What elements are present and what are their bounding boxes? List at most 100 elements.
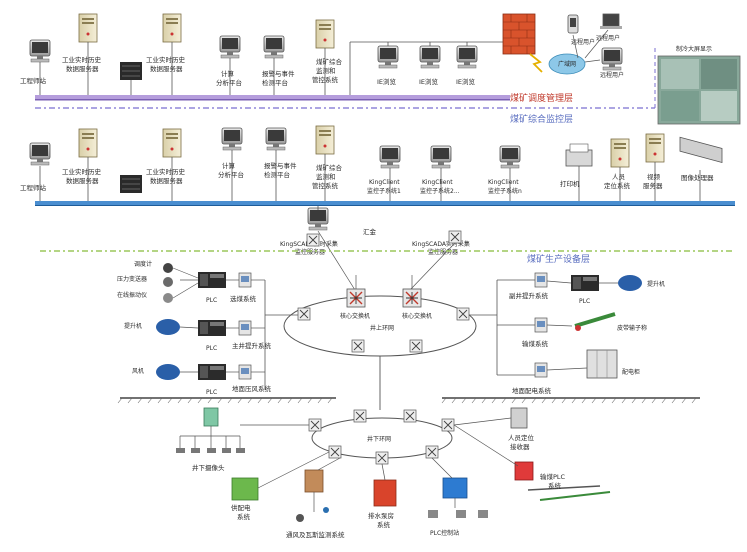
left-device-2-label: 压力变送器 [117,275,147,283]
right-hoist-motor-icon [618,275,642,291]
scada2b-label: 监控服务器 [428,248,458,256]
top-workstation-label: 工程师站 [20,76,47,85]
layer-production-label: 煤矿生产设备层 [527,253,590,265]
big-screen-display [657,55,741,125]
right-plc [571,275,599,291]
cam-label: 井下摄像头 [192,463,225,472]
top-rt-server-2 [162,13,182,95]
mid-kingclient-1 [379,145,401,201]
mid-videob-label: 服务器 [643,181,663,190]
down-sw-bottom-right [425,445,439,459]
printer-icon [565,143,593,201]
ring-label-2: 井上环网 [370,324,394,332]
ring-switch-bottom-left [351,339,365,353]
mid-kc1b-label: 监控子系统1 [367,187,401,195]
ring-label-1: 核心交换机 [340,312,370,320]
top-ie-3 [456,45,478,69]
remote-phone-icon [567,14,579,34]
mid-alarm-label: 报警与事件 [264,161,297,170]
remote-user-1-label: 远程用户 [571,38,595,46]
sys-box-1 [238,272,252,288]
ring-down-label: 井下环网 [367,435,391,443]
left-device-5-label: 风机 [132,367,144,375]
switch-label: 汇金 [363,227,377,236]
top-integb-label: 监测和 [316,66,336,75]
top-integ-label: 煤矿综合 [316,57,343,66]
core-switch-2 [402,288,422,308]
sys-box-2 [238,320,252,336]
mid-workstation-label: 工程师站 [20,183,47,192]
plc-2-label: PLC [206,345,217,352]
mid-kc2b-label: 监控子系统2... [420,187,460,195]
drainb-label: 系统 [377,520,391,529]
mid-kc2-label: KingClient [422,179,453,186]
drain-label: 排水泵房 [368,511,394,520]
lightning-icon [529,53,543,73]
top-calcb-label: 分析平台 [216,78,242,87]
scada2-label: KingSCADA实时采集 [412,240,470,248]
scada1b-label: 监控服务器 [295,248,325,256]
down-sw-top [353,409,367,423]
top-alarmb-label: 检测平台 [262,78,288,87]
right-plc-label: PLC [579,298,590,305]
plc-2 [198,320,226,336]
mid-person-label: 人员 [612,173,626,181]
internet-label: 广域网 [558,60,576,68]
mid-workstation [29,142,51,201]
left-device-1-label: 调度计 [134,260,152,268]
sys-box-3 [238,364,252,380]
underground-camera-hub [203,407,219,427]
top-alarm-platform [263,35,285,95]
down-sw-bottom-mid [375,451,389,465]
mid-calc-platform [221,127,243,201]
top-rt2b-label: 数据服务器 [150,64,183,73]
mid-integ-label: 煤矿综合 [316,163,343,172]
monitor-bus [35,201,735,205]
top-calc-label: 计算 [221,69,235,78]
left-device-3-label: 在线振动仪 [117,291,147,299]
top-integrated-system [315,19,335,95]
top-calc-platform [219,35,241,95]
top-ie2-label: IE浏览 [419,77,439,86]
top-ie-1 [377,45,399,69]
mid-alarm-platform [265,127,287,201]
down-sw-right [441,418,455,432]
top-rt2-label: 工业实时历史 [146,55,186,64]
sys-fan-label: 地面压风系统 [232,384,272,393]
locateb-label: 接收器 [510,442,530,451]
sys-coal-label: 输煤系统 [522,339,549,348]
mid-rt1-label: 工业实时历史 [62,167,102,176]
dev-cab-label: 配电柜 [622,368,640,376]
mid-integb-label: 监测和 [316,172,336,181]
remote-desktop-icon [601,47,623,71]
top-ie-2 [419,45,441,69]
left-device-4-label: 提升机 [124,322,142,330]
mid-image-label: 图像处理器 [681,173,714,182]
top-alarm-label: 报警与事件 [262,69,295,78]
mid-kingclient-3 [499,145,521,201]
remote-user-3-label: 远程用户 [600,71,624,79]
mid-rt2-label: 工业实时历史 [146,167,186,176]
top-ie1-label: IE浏览 [377,77,397,86]
power-supply-icon [231,477,259,501]
sys-select-label: 选煤系统 [230,294,257,303]
power-sys-label: 供配电 [231,503,251,512]
big-screen-label: 制冷大屏显示 [676,45,712,53]
ring-label-3: 核心交换机 [402,312,432,320]
mid-personb-label: 定位系统 [604,181,631,190]
down-sw-bottom-left [328,445,342,459]
power-cabinet-icon [586,349,618,379]
remote-laptop-icon [600,13,622,29]
top-rt1-label: 工业实时历史 [62,55,102,64]
plc-1 [198,272,226,288]
mid-kc1-label: KingClient [369,179,400,186]
mid-kc3b-label: 监控子系统n [488,187,522,195]
firewall-icon [502,13,536,55]
camera-icon [176,448,245,453]
mid-rt1b-label: 数据服务器 [66,176,99,185]
plc-1-label: PLC [206,297,217,304]
locate-receiver-icon [510,407,528,429]
mid-calcb-label: 分析平台 [218,170,244,179]
core-switch-pc [307,207,329,231]
